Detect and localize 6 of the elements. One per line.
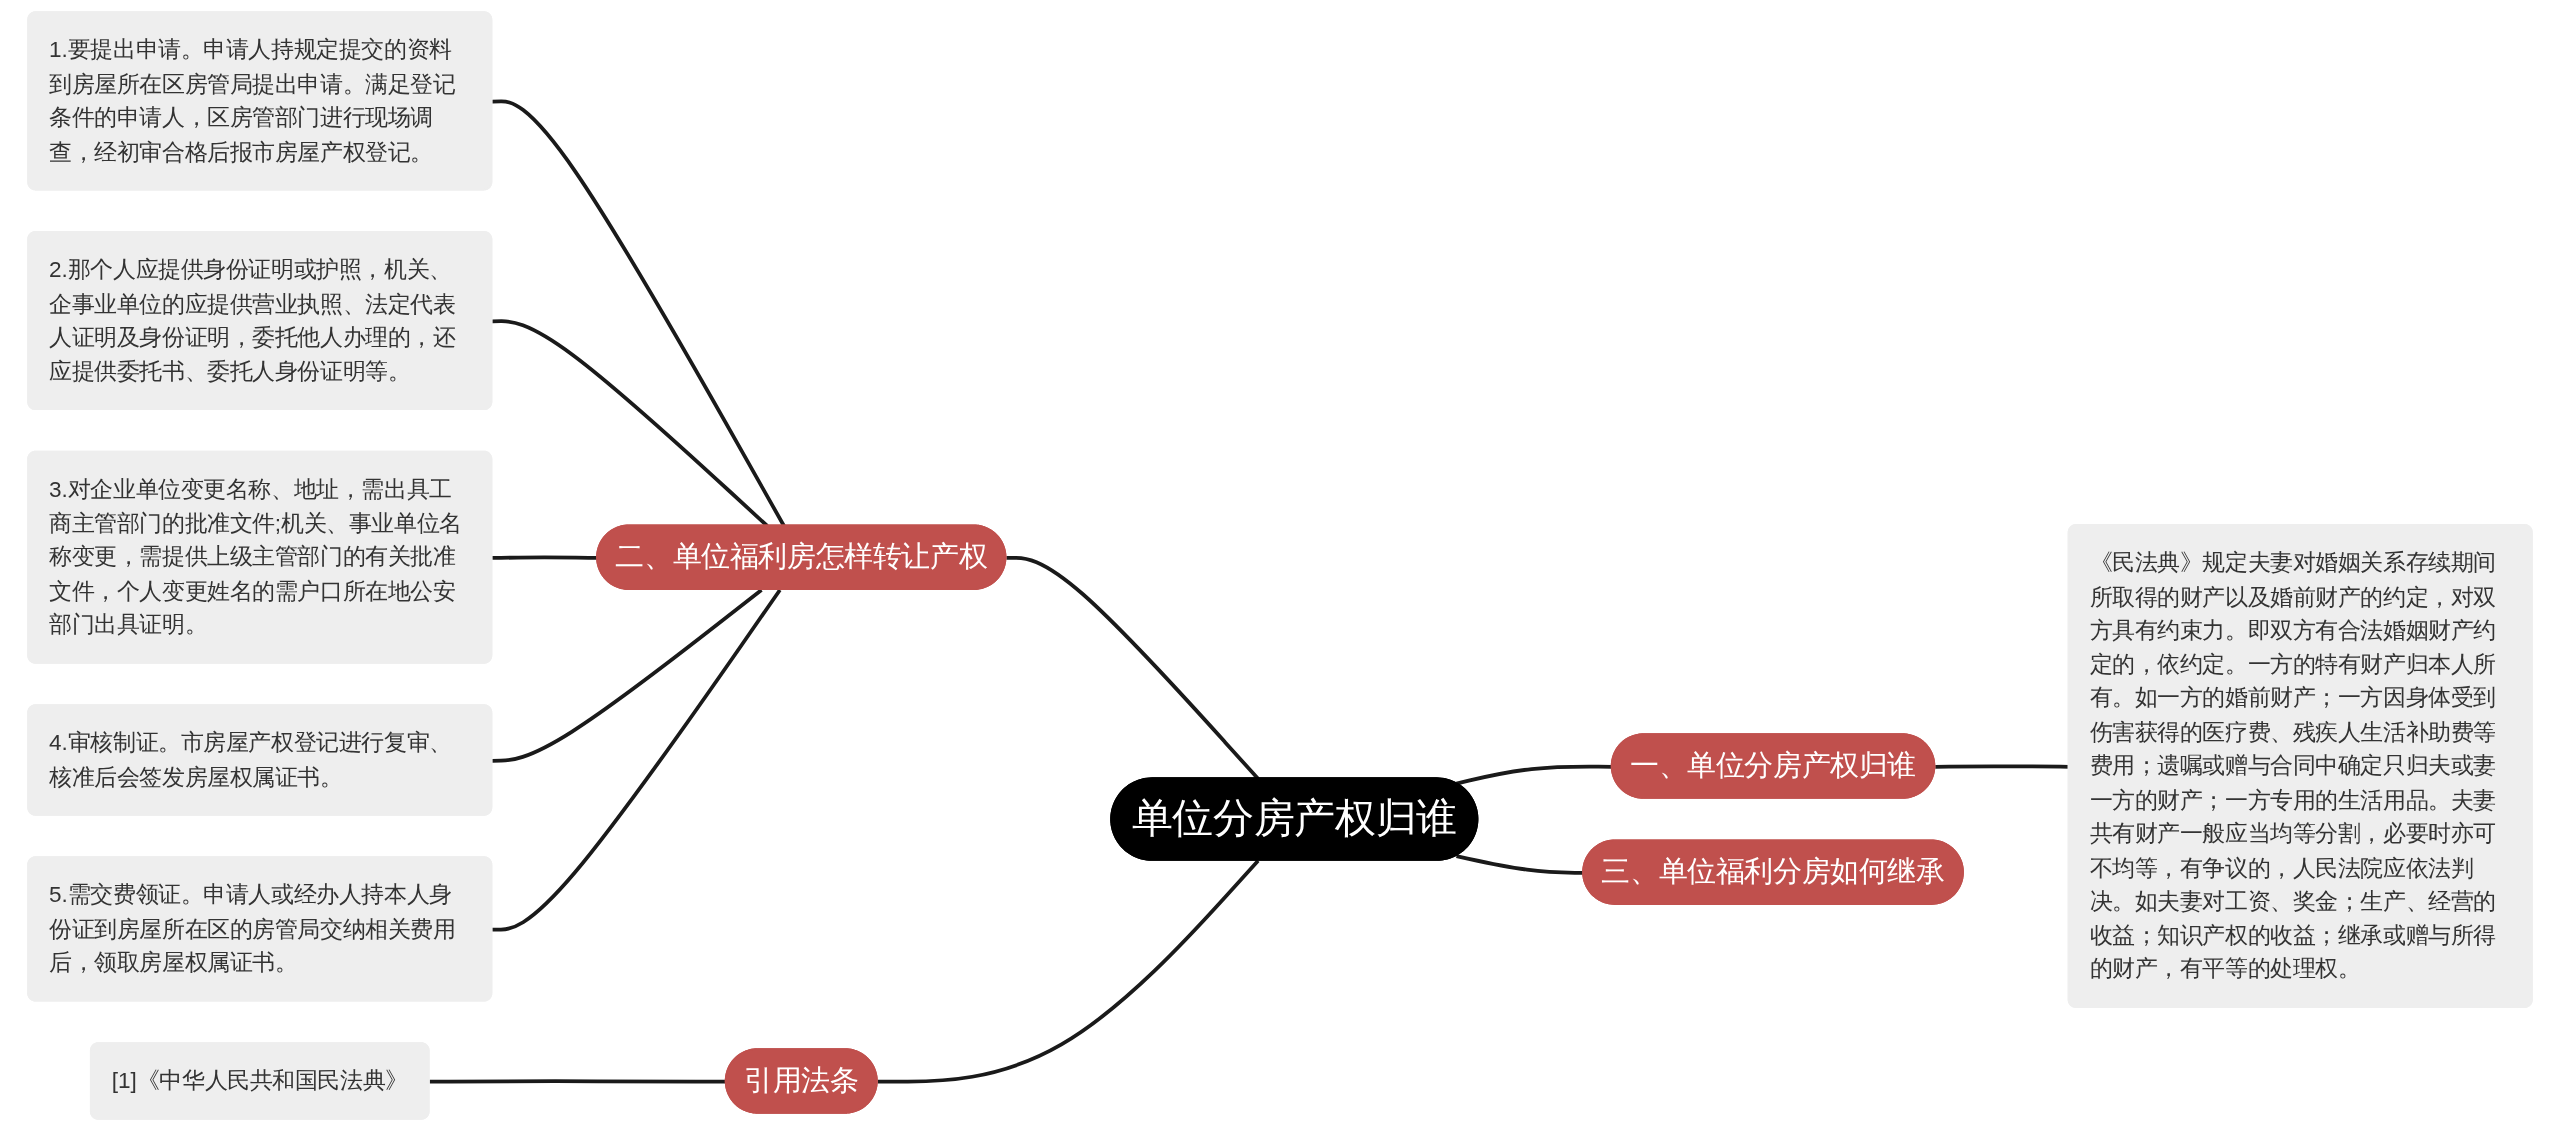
- connector: [1456, 854, 1584, 875]
- connector: [492, 555, 598, 560]
- connector: [492, 588, 763, 763]
- connector: [492, 588, 782, 932]
- connector: [492, 99, 786, 527]
- connector: [877, 859, 1260, 1084]
